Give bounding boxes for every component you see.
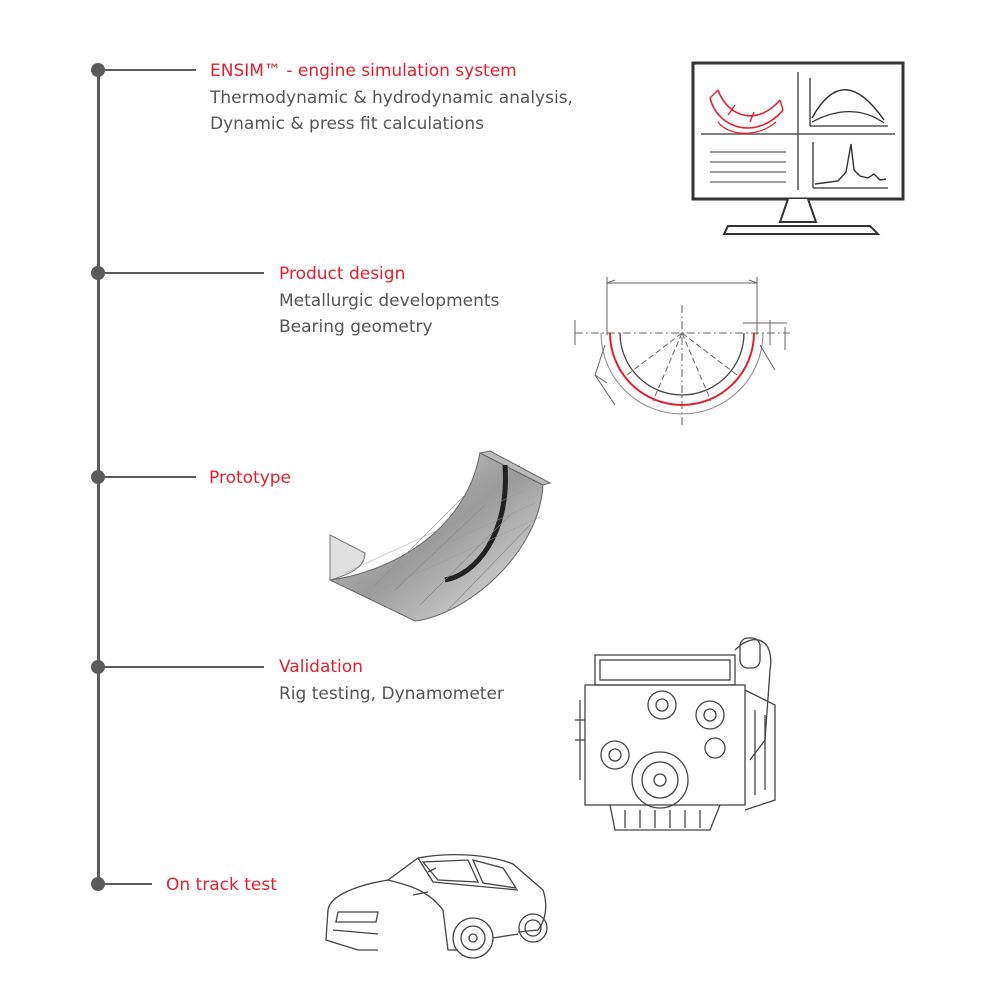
step-desc-line: Metallurgic developments [279, 291, 500, 311]
step-desc-ensim: Thermodynamic & hydrodynamic analysis, D… [210, 85, 573, 137]
step-desc-validation: Rig testing, Dynamometer [279, 681, 504, 707]
timeline-node-1 [91, 63, 105, 77]
timeline-branch-3 [100, 476, 196, 478]
monitor-simulation-icon [688, 60, 910, 240]
step-desc-line: Rig testing, Dynamometer [279, 684, 504, 704]
timeline-node-2 [91, 266, 105, 280]
timeline-branch-1 [100, 69, 196, 71]
bearing-drawing-icon [565, 275, 795, 435]
timeline-branch-2 [100, 272, 264, 274]
step-title-validation: Validation [279, 657, 363, 677]
step-title-prototype: Prototype [209, 468, 292, 488]
timeline-node-5 [91, 877, 105, 891]
engine-icon [570, 630, 790, 845]
bearing-shell-icon [325, 445, 555, 625]
timeline-node-4 [91, 660, 105, 674]
step-title-ensim: ENSIM™ - engine simulation system [210, 61, 517, 81]
timeline-branch-4 [100, 666, 264, 668]
step-title-on-track-test: On track test [166, 875, 277, 895]
race-car-icon [318, 850, 553, 965]
timeline-branch-5 [100, 883, 152, 885]
step-desc-line: Dynamic & press fit calculations [210, 114, 484, 134]
timeline-node-3 [91, 470, 105, 484]
step-desc-line: Bearing geometry [279, 317, 433, 337]
step-title-product-design: Product design [279, 264, 406, 284]
step-desc-line: Thermodynamic & hydrodynamic analysis, [210, 88, 573, 108]
step-desc-product-design: Metallurgic developments Bearing geometr… [279, 288, 499, 340]
